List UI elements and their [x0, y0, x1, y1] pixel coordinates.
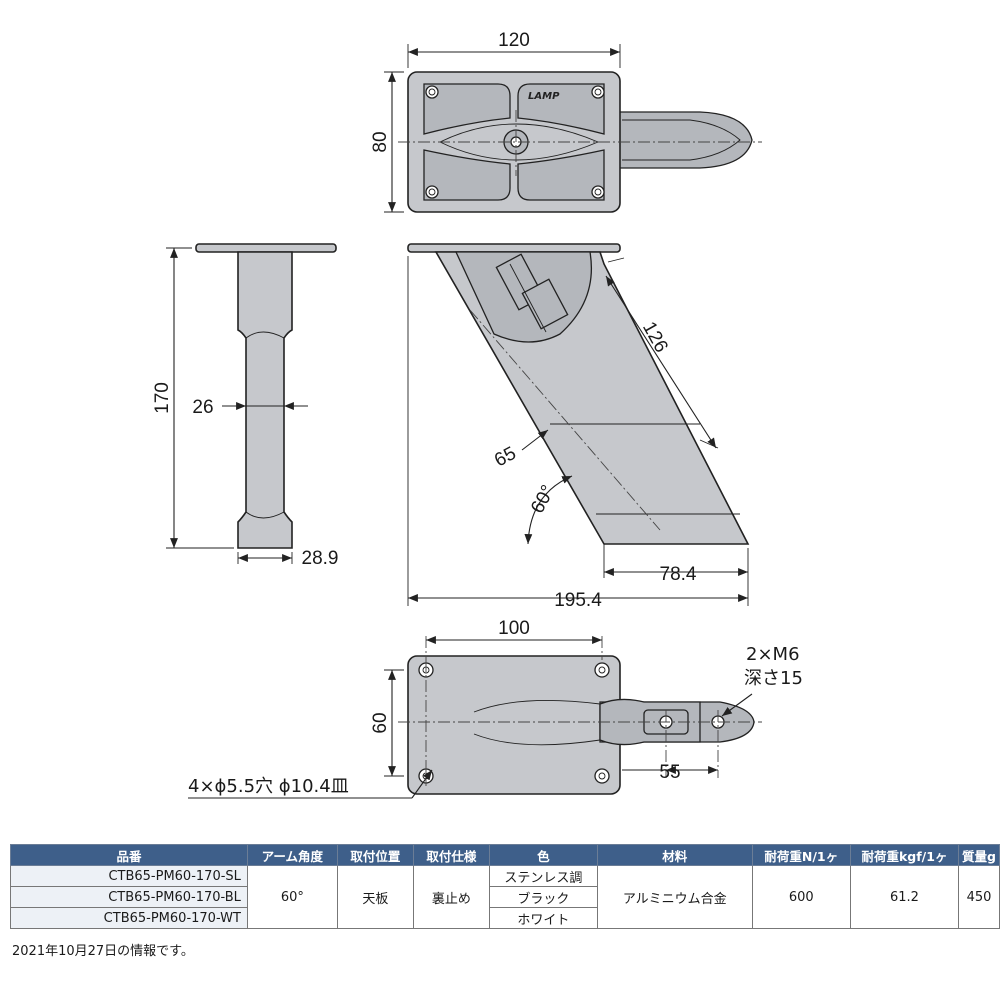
- col-mount-position: 取付位置: [336, 844, 414, 866]
- table-row: CTB65-PM60-170-WT ホワイト: [10, 907, 1000, 929]
- material-value: アルミニウム合金: [596, 865, 753, 929]
- table-row: CTB65-PM60-170-BL ブラック: [10, 886, 1000, 908]
- col-load-n: 耐荷重N/1ヶ: [751, 844, 851, 866]
- col-load-kgf: 耐荷重kgf/1ヶ: [849, 844, 960, 866]
- mass-value: 450: [958, 865, 1000, 929]
- col-part-number: 品番: [10, 844, 248, 866]
- mount-hole-spec: 4×ϕ5.5穴 ϕ10.4皿: [188, 776, 349, 797]
- part-number: CTB65-PM60-170-SL: [10, 865, 248, 887]
- side-view: 170 26 28.9: [152, 243, 339, 569]
- table-header-row: 品番 アーム角度 取付位置 取付仕様 色 材料 耐荷重N/1ヶ 耐荷重kgf/1…: [10, 844, 1000, 866]
- col-mount-spec: 取付仕様: [412, 844, 490, 866]
- mount-position-value: 天板: [336, 865, 414, 929]
- dim-bottom-hole-pitch: 55: [659, 762, 680, 783]
- dim-side-height: 170: [152, 382, 173, 414]
- part-number: CTB65-PM60-170-BL: [10, 886, 248, 908]
- arm-angle-value: 60°: [246, 865, 338, 929]
- mount-spec-value: 裏止め: [412, 865, 490, 929]
- top-view: LAMP 120 80: [370, 30, 762, 213]
- col-mass: 質量g: [958, 844, 1000, 866]
- dim-side-foot: 28.9: [302, 548, 339, 569]
- dim-bottom-width: 100: [498, 618, 530, 639]
- dim-top-width: 120: [498, 30, 530, 51]
- load-n-value: 600: [751, 865, 851, 929]
- dim-side-width: 26: [192, 397, 213, 418]
- tap-spec-line2: 深さ15: [744, 668, 803, 689]
- front-view: 126 65 60° 78.4 195.4: [407, 243, 750, 611]
- table-row: CTB65-PM60-170-SL 60° 天板 裏止め ステンレス調 アルミニ…: [10, 865, 1000, 929]
- dim-front-arm-width: 65: [491, 443, 520, 471]
- dim-top-height: 80: [370, 131, 391, 152]
- tap-spec-line1: 2×M6: [746, 644, 800, 665]
- color-value: ステンレス調: [488, 865, 598, 887]
- dim-front-angle: 60°: [527, 482, 559, 517]
- dim-bottom-height: 60: [370, 712, 391, 733]
- load-kgf-value: 61.2: [849, 865, 960, 929]
- color-value: ホワイト: [488, 907, 598, 929]
- brand-logo: LAMP: [528, 91, 560, 102]
- col-material: 材料: [596, 844, 753, 866]
- dim-front-tip: 78.4: [660, 564, 697, 585]
- dim-front-total: 195.4: [554, 590, 602, 611]
- info-date-note: 2021年10月27日の情報です。: [12, 944, 194, 959]
- bottom-view: 100 60 55 2×M6 深さ15 4×ϕ5.5穴 ϕ10.4皿: [188, 618, 803, 799]
- color-value: ブラック: [488, 886, 598, 908]
- part-number: CTB65-PM60-170-WT: [10, 907, 248, 929]
- col-color: 色: [488, 844, 598, 866]
- technical-drawing: LAMP 120 80 170 26 28.9: [152, 30, 803, 799]
- spec-table: 品番 アーム角度 取付位置 取付仕様 色 材料 耐荷重N/1ヶ 耐荷重kgf/1…: [10, 844, 1000, 929]
- col-arm-angle: アーム角度: [246, 844, 338, 866]
